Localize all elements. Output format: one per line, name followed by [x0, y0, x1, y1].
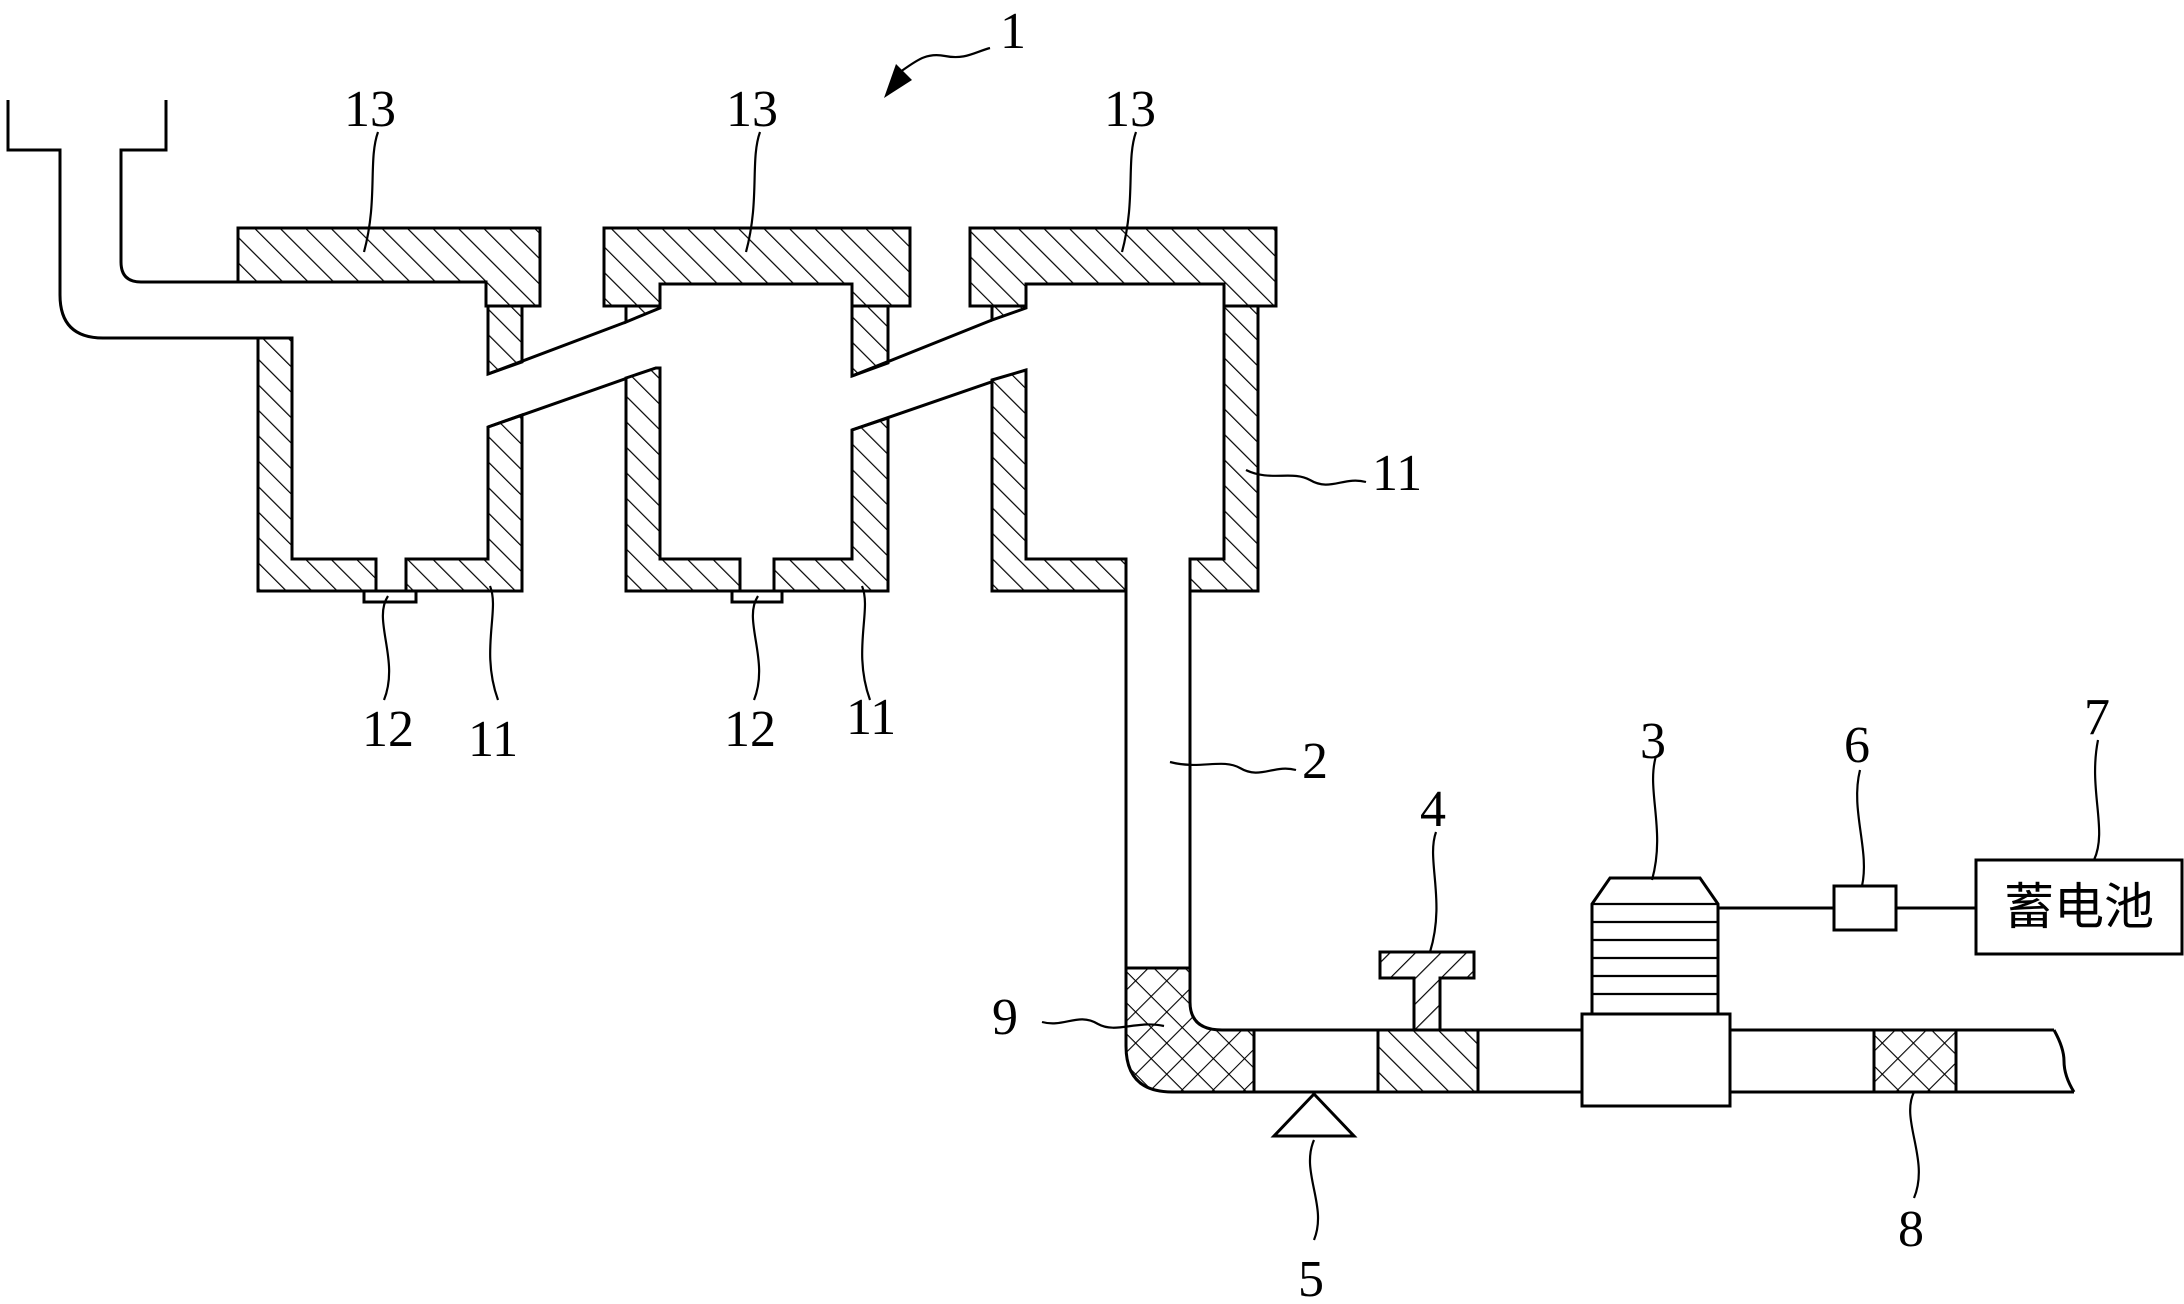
inlet-channel	[6, 100, 258, 340]
label-elbow-seal: 9	[992, 989, 1018, 1046]
tank-middle-wall-right-lower	[772, 415, 890, 593]
label-tank-left: 11	[468, 711, 518, 768]
valve-handle[interactable]	[1378, 950, 1476, 1032]
label-pipe: 2	[1302, 733, 1328, 790]
support-triangle	[1270, 1091, 1358, 1138]
tank-middle-wall-right-upper	[850, 304, 890, 379]
controller-box	[1832, 884, 1898, 932]
valve-body	[1376, 1028, 1480, 1094]
label-assembly: 1	[1000, 3, 1026, 60]
generator-housing	[1580, 1012, 1732, 1108]
label-generator: 3	[1640, 713, 1666, 770]
tank-middle-wall-left-lower	[624, 366, 742, 593]
label-valve: 4	[1420, 781, 1446, 838]
lid-right	[968, 226, 1278, 308]
tank-middle	[602, 226, 912, 604]
elbow-seal	[1124, 966, 1256, 1094]
tank-left-wall-right-lower	[404, 412, 524, 593]
label-lid-middle: 13	[726, 81, 778, 138]
generator	[1590, 876, 1720, 1016]
label-lower-seal: 8	[1898, 1201, 1924, 1258]
lower-seal	[1872, 1028, 1958, 1094]
label-lid-right: 13	[1104, 81, 1156, 138]
battery-text: 蓄电池	[2004, 878, 2154, 936]
label-tank-middle: 11	[846, 689, 896, 746]
outlet-valve-left	[362, 589, 418, 604]
tank-right-wall-left-lower	[990, 367, 1128, 593]
tank-right-wall-left-upper	[990, 304, 1028, 323]
pipe-main	[1124, 591, 2076, 1108]
tank-left-wall-left	[256, 336, 378, 593]
label-outlet-middle: 12	[724, 701, 776, 758]
lid-middle	[602, 226, 912, 308]
arrow-icon	[884, 64, 912, 98]
label-lid-left: 13	[344, 81, 396, 138]
labels: 1 13 13 13 11 12 11 12 11 2 4 3 6 7 9 5 …	[344, 3, 2110, 1304]
leader-lines	[362, 46, 2101, 1241]
tank-right-wall-right	[1188, 304, 1260, 593]
tank-middle-wall-left-upper	[624, 304, 662, 325]
tank-left	[236, 226, 542, 604]
label-support: 5	[1298, 1251, 1324, 1304]
label-outlet-left: 12	[362, 701, 414, 758]
lid-left	[236, 226, 542, 308]
tank-right	[968, 226, 1278, 593]
label-battery: 7	[2084, 689, 2110, 746]
label-controller: 6	[1844, 717, 1870, 774]
battery-box	[1974, 858, 2184, 956]
label-tank-right: 11	[1372, 445, 1422, 502]
